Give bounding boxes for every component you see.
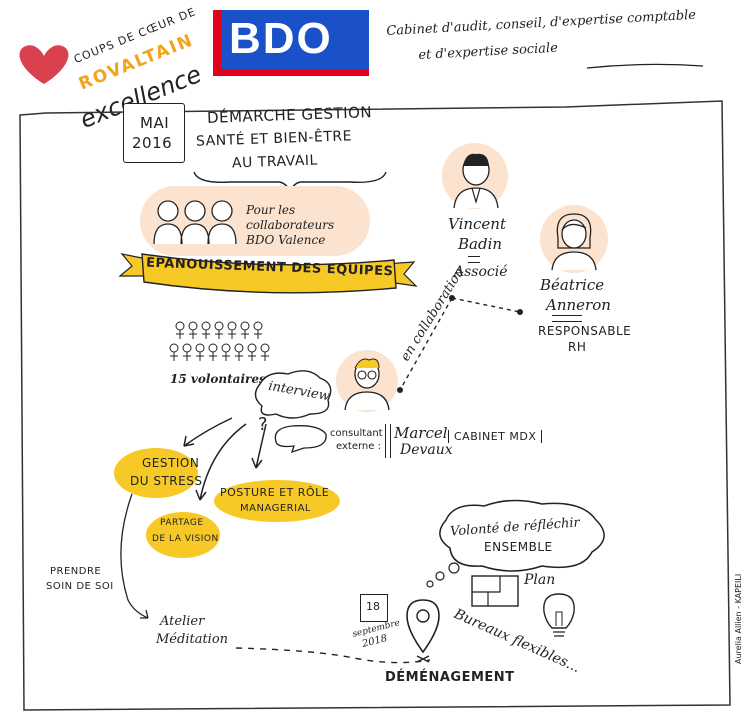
heart-icon — [19, 45, 69, 84]
self-care-line-2: SOIN DE SOI — [46, 581, 114, 592]
volunteer-figure-body — [215, 330, 223, 339]
bdo-wordmark: BDO — [229, 14, 333, 63]
volunteer-figure — [247, 343, 257, 353]
artist-signature: Aurelia Allien - KAPEILI — [734, 573, 743, 664]
volunteers-icon — [169, 321, 270, 361]
consultant-label-1: consultant — [330, 428, 383, 439]
date-month: MAI — [140, 114, 170, 132]
tagline-line-1: Cabinet d'audit, conseil, d'expertise co… — [386, 7, 697, 39]
topic-stress-bubble — [114, 448, 198, 498]
beatrice-equals — [552, 315, 582, 322]
thought-line-2: ENSEMBLE — [484, 540, 553, 554]
volunteer-figure — [201, 321, 211, 331]
volunteer-figure — [175, 321, 185, 331]
audience-line-3: BDO Valence — [246, 233, 326, 247]
thought-dots — [426, 562, 460, 588]
beatrice-avatar-icon — [551, 213, 597, 271]
volunteer-figure-body — [196, 352, 204, 361]
marcel-first-name: Marcel — [394, 424, 448, 442]
volunteer-figure — [182, 343, 192, 353]
volunteer-figure-body — [261, 352, 269, 361]
volunteer-figure — [221, 343, 231, 353]
marcel-divider — [385, 424, 391, 458]
cabinet-name: CABINET MDX — [448, 430, 543, 443]
topic-arrows — [183, 417, 267, 501]
interview-cloud — [254, 370, 332, 419]
marcel-avatar-icon — [344, 358, 390, 411]
banner-ribbon — [118, 253, 418, 294]
thought-cloud — [439, 499, 605, 572]
meditation-line-2: Méditation — [156, 632, 229, 647]
marcel-last-name: Devaux — [400, 442, 453, 458]
topic-posture-line-1: POSTURE ET RÔLE — [220, 486, 330, 499]
volunteer-figure — [195, 343, 205, 353]
beatrice-role-2: RH — [568, 340, 587, 354]
self-care-line-1: PRENDRE — [50, 566, 102, 577]
tagline-underline — [586, 63, 704, 69]
topic-posture-bubble — [214, 480, 340, 522]
beatrice-role-1: Responsable — [538, 324, 632, 338]
beatrice-last-name: Anneron — [546, 296, 611, 314]
move-date-card: 18 — [360, 594, 388, 622]
volunteer-figure-body — [202, 330, 210, 339]
volunteers-label: 15 volontaires — [170, 372, 266, 386]
speech-bubble-icon — [274, 425, 327, 454]
volunteer-figure — [234, 343, 244, 353]
floor-plan-icon — [471, 575, 519, 607]
volunteer-figure-body — [222, 352, 230, 361]
lightbulb-icon — [543, 593, 575, 637]
tagline-line-2: et d'expertise sociale — [418, 40, 559, 63]
volunteer-figure-body — [248, 352, 256, 361]
topic-stress-line-1: GESTION — [142, 456, 200, 470]
volunteer-figure — [169, 343, 179, 353]
volunteer-figure — [188, 321, 198, 331]
topic-posture-line-2: MANAGERIAL — [240, 503, 311, 514]
rovaltain-logo: COUPS DE CŒUR DE ROVALTAIN excellence — [14, 5, 205, 134]
beatrice-first-name: Béatrice — [540, 276, 605, 294]
volunteer-figure-body — [209, 352, 217, 361]
collaboration-lines — [397, 295, 523, 393]
volunteer-figure-body — [235, 352, 243, 361]
vincent-avatar-icon — [453, 153, 499, 209]
journey-dashed-path — [235, 647, 431, 664]
plan-label: Plan — [524, 572, 556, 588]
volunteer-figure — [260, 343, 270, 353]
audience-bubble — [140, 186, 370, 256]
topic-stress-line-2: DU STRESS — [130, 474, 203, 488]
vincent-first-name: Vincent — [448, 215, 506, 233]
audience-line-2: collaborateurs — [246, 218, 335, 232]
volunteer-figure — [227, 321, 237, 331]
consultant-label-2: externe : — [336, 441, 381, 452]
meditation-line-1: Atelier — [160, 614, 205, 629]
audience-line-1: Pour les — [246, 203, 296, 217]
volunteer-figure-body — [183, 352, 191, 361]
volunteer-figure — [214, 321, 224, 331]
volunteer-figure — [208, 343, 218, 353]
topic-vision-line-2: DE LA VISION — [152, 534, 219, 544]
date-card: MAI 2016 — [123, 103, 185, 163]
volunteer-figure-body — [170, 352, 178, 361]
volunteer-figure-body — [241, 330, 249, 339]
vincent-equals — [468, 256, 480, 263]
volunteer-figure-body — [189, 330, 197, 339]
topic-vision-line-1: PARTAGE — [160, 518, 204, 528]
drawing-frame — [19, 100, 731, 711]
move-date-day: 18 — [366, 600, 380, 613]
move-label: DÉMÉNAGEMENT — [385, 670, 515, 685]
self-care-path — [120, 493, 149, 619]
question-mark: ? — [258, 414, 268, 435]
vincent-last-name: Badin — [458, 235, 503, 253]
volunteer-figure-body — [176, 330, 184, 339]
location-pin-icon — [406, 599, 440, 663]
volunteer-figure — [253, 321, 263, 331]
date-year: 2016 — [132, 134, 173, 152]
volunteer-figure — [240, 321, 250, 331]
bdo-logo: BDO — [213, 10, 369, 76]
vincent-role: Associé — [454, 264, 508, 280]
collaborators-icon — [153, 200, 237, 245]
volunteer-figure-body — [254, 330, 262, 339]
volunteer-figure-body — [228, 330, 236, 339]
topic-vision-bubble — [146, 512, 220, 558]
